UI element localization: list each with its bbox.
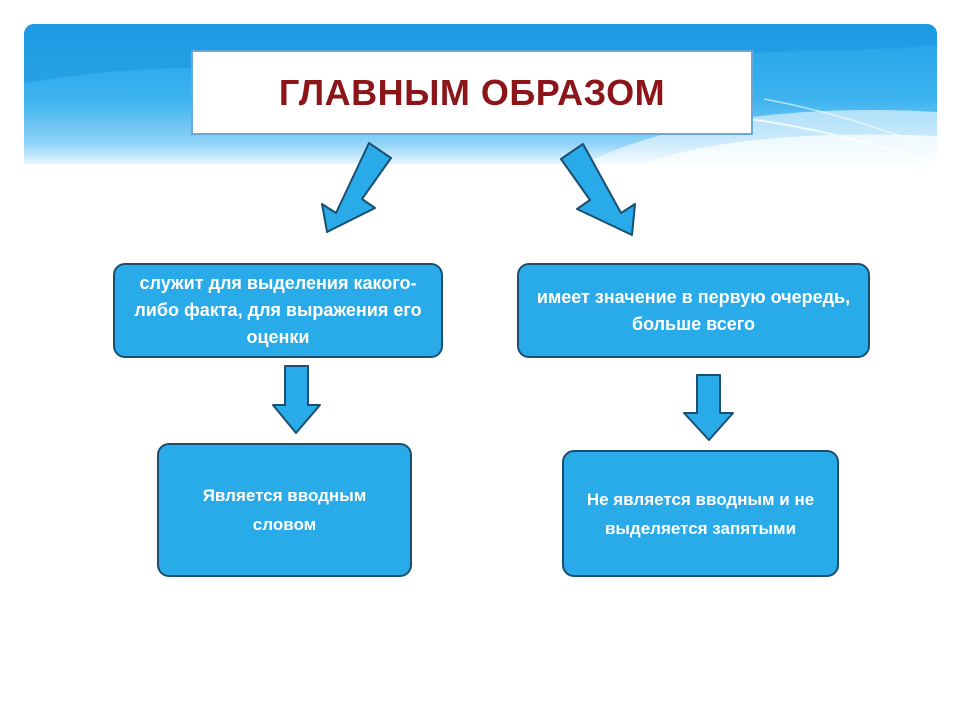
left-bottom-box: Является вводным словом	[157, 443, 412, 577]
arrow-to-right-bottom	[683, 374, 734, 441]
right-top-box: имеет значение в первую очередь, больше …	[517, 263, 870, 358]
title-box: ГЛАВНЫМ ОБРАЗОМ	[191, 50, 753, 135]
left-top-box: служит для выделения какого-либо факта, …	[113, 263, 443, 358]
arrow-to-left-bottom	[272, 365, 321, 434]
right-top-text: имеет значение в первую очередь, больше …	[536, 286, 851, 334]
diagram-title: ГЛАВНЫМ ОБРАЗОМ	[278, 71, 666, 113]
left-top-text: служит для выделения какого-либо факта, …	[134, 273, 422, 347]
arrow-to-left-top	[321, 142, 392, 233]
right-bottom-text: Не является вводным и не выделяется запя…	[586, 489, 815, 538]
right-bottom-box: Не является вводным и не выделяется запя…	[562, 450, 839, 577]
arrow-to-right-top	[560, 143, 636, 236]
left-bottom-text: Является вводным словом	[202, 486, 367, 534]
